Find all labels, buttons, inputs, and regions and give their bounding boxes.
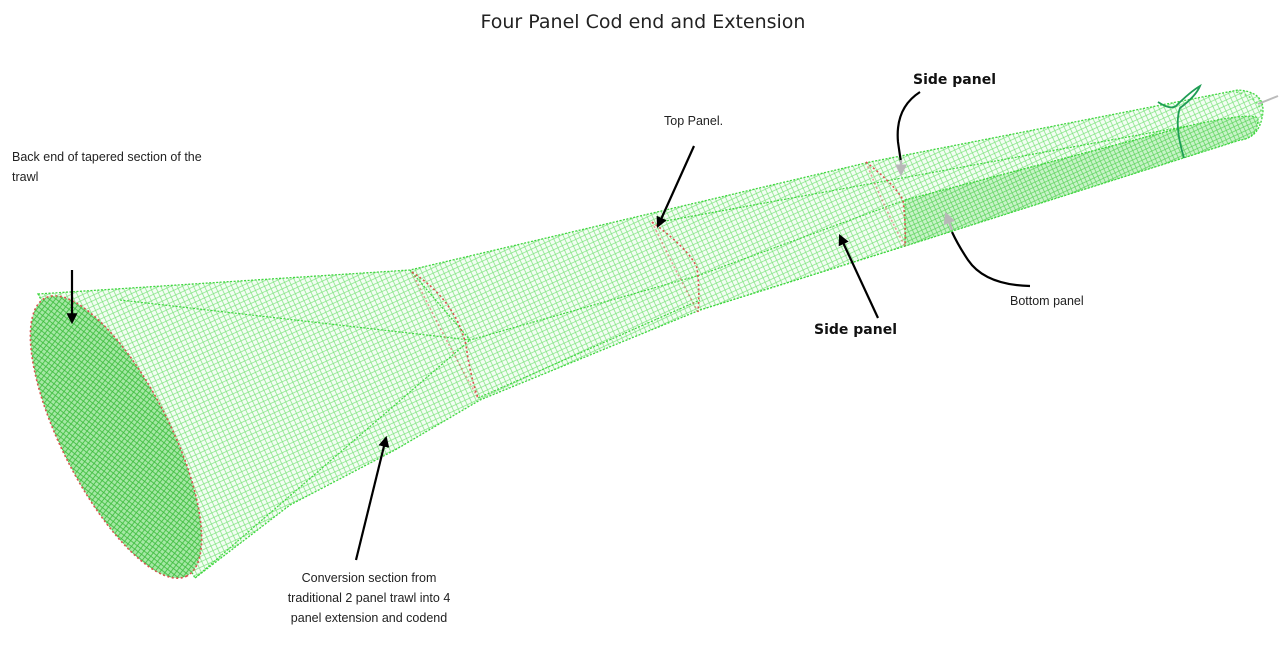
label-bottom-panel: Bottom panel bbox=[1010, 294, 1084, 308]
label-back-end-2: trawl bbox=[12, 170, 38, 184]
label-side-panel-bottom: Side panel bbox=[814, 322, 897, 338]
diagram-title: Four Panel Cod end and Extension bbox=[481, 11, 806, 33]
label-conversion-1: Conversion section from bbox=[302, 571, 437, 585]
label-conversion-3: panel extension and codend bbox=[291, 611, 447, 625]
arrow-side-panel-top-curve bbox=[898, 92, 920, 162]
label-side-panel-top: Side panel bbox=[913, 72, 996, 88]
label-back-end-1: Back end of tapered section of the bbox=[12, 150, 202, 164]
label-top-panel: Top Panel. bbox=[664, 114, 723, 128]
arrow-bottom-panel-curve bbox=[952, 232, 1030, 286]
label-conversion-2: traditional 2 panel trawl into 4 bbox=[288, 591, 451, 605]
